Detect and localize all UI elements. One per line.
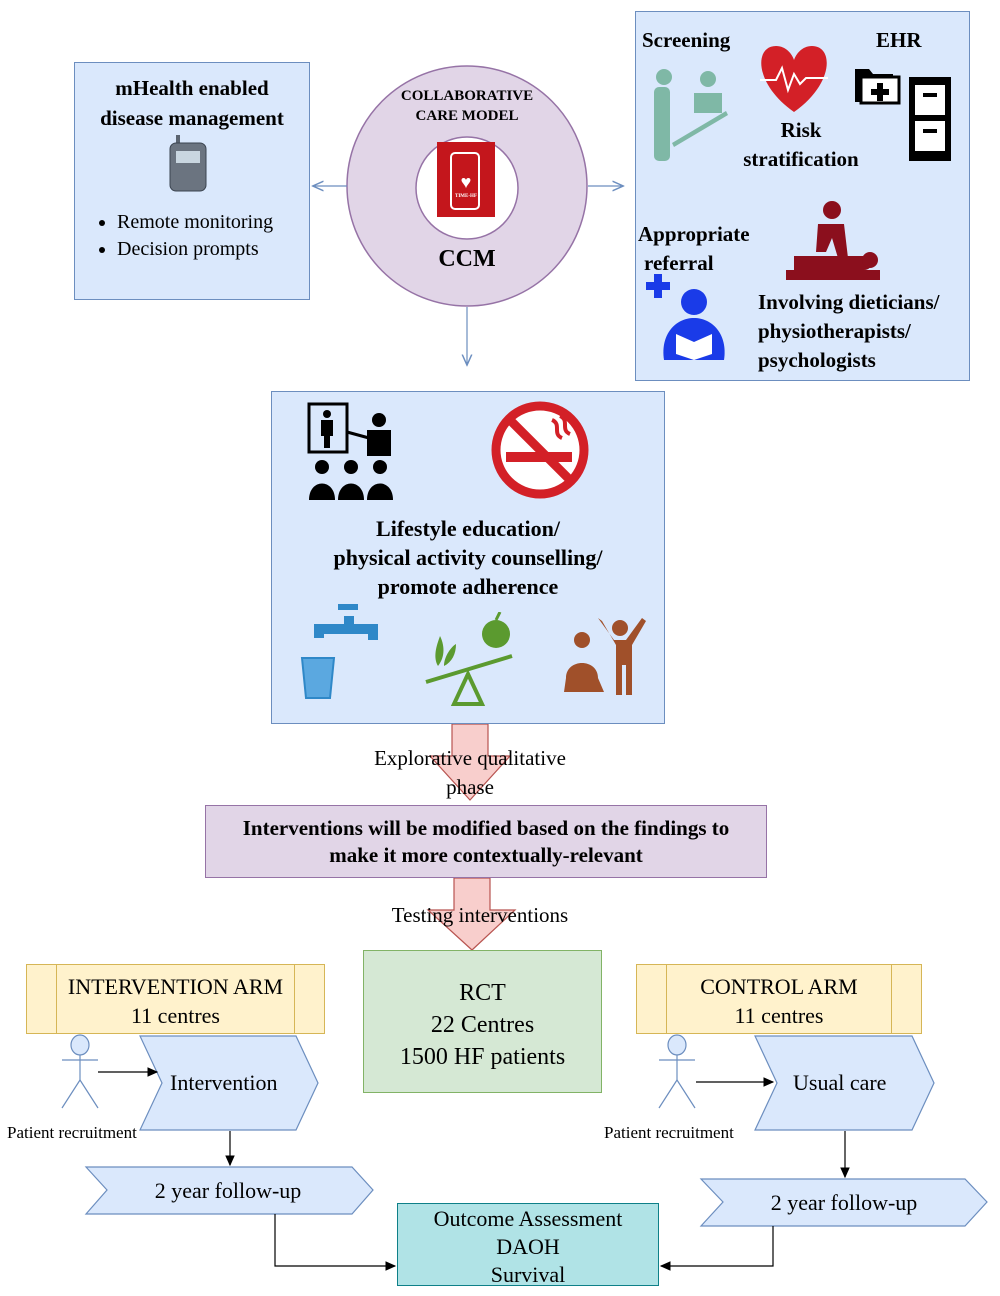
ccm-title-1: COLLABORATIVE xyxy=(400,88,534,104)
modified-line-2: make it more contextually-relevant xyxy=(329,843,643,867)
patient-figure-right xyxy=(658,1034,696,1109)
outcome-survival: Survival xyxy=(490,1262,566,1287)
intervention-label: Intervention xyxy=(170,1070,278,1095)
physiotherapy-icon xyxy=(786,201,880,280)
risk-label-1: Risk xyxy=(780,118,822,142)
heart-rate-icon xyxy=(760,46,828,112)
balanced-diet-icon xyxy=(425,612,513,706)
block-arrow-2 xyxy=(426,877,517,951)
followup-right-label: 2 year follow-up xyxy=(770,1190,918,1215)
modification-box: Interventions will be modified based on … xyxy=(205,805,767,878)
ehr-label: EHR xyxy=(876,28,922,52)
water-tap-icon xyxy=(300,604,378,699)
outcome-title: Outcome Assessment xyxy=(433,1206,623,1231)
screening-icon xyxy=(654,69,728,161)
patient-recruitment-left: Patient recruitment xyxy=(7,1123,137,1142)
usual-care-chevron xyxy=(754,1035,935,1131)
physical-activity-icon xyxy=(564,618,646,695)
ccm-title-2: CARE MODEL xyxy=(415,108,519,124)
rct-title: RCT xyxy=(459,980,506,1006)
referral-label-1: Appropriate xyxy=(638,222,750,246)
intervention-arm-box: INTERVENTION ARM 11 centres xyxy=(26,964,325,1034)
heart-icon: ♥ xyxy=(460,172,472,192)
rct-patients: 1500 HF patients xyxy=(399,1044,566,1070)
intervention-arm-centres: 11 centres xyxy=(131,1003,220,1028)
involving-label-3: psychologists xyxy=(758,348,876,372)
involving-label-1: Involving dieticians/ xyxy=(758,290,940,314)
intervention-chevron xyxy=(139,1035,319,1131)
followup-left-label: 2 year follow-up xyxy=(154,1178,302,1203)
lifestyle-line-3: promote adherence xyxy=(377,574,559,599)
involving-label-2: physiotherapists/ xyxy=(758,319,911,343)
phase-label-1: Explorative qualitative xyxy=(374,746,566,770)
app-logo-text: TIME-HF xyxy=(455,194,477,199)
modified-line-1: Interventions will be modified based on … xyxy=(242,816,730,840)
lifestyle-box: Lifestyle education/ physical activity c… xyxy=(271,391,665,724)
usual-care-label: Usual care xyxy=(793,1070,887,1095)
rct-box: RCT 22 Centres 1500 HF patients xyxy=(363,950,602,1093)
time-hf-app-logo: ♥ TIME-HF xyxy=(437,142,495,217)
rct-centres: 22 Centres xyxy=(430,1012,535,1038)
control-arm-title: CONTROL ARM xyxy=(700,974,858,999)
no-smoking-icon xyxy=(491,401,589,499)
mhealth-box: mHealth enabled disease management Remot… xyxy=(74,62,310,300)
services-box: Screening EHR Risk stratification Approp… xyxy=(635,11,970,381)
outcome-box: Outcome Assessment DAOH Survival xyxy=(397,1203,659,1287)
ehr-records-icon xyxy=(855,69,951,161)
followup-chevron-left xyxy=(84,1166,374,1215)
mhealth-title-2: disease management xyxy=(100,106,284,130)
phase-label-2: phase xyxy=(446,775,494,799)
patient-figure-left xyxy=(61,1034,99,1109)
bullet-decision-prompts: Decision prompts xyxy=(117,236,273,263)
followup-chevron-right xyxy=(699,1178,988,1227)
outcome-daoh: DAOH xyxy=(496,1234,560,1259)
referral-label-2: referral xyxy=(644,251,714,275)
patient-recruitment-right: Patient recruitment xyxy=(604,1123,734,1142)
intervention-arm-title: INTERVENTION ARM xyxy=(67,974,284,999)
screening-label: Screening xyxy=(642,28,731,52)
education-class-icon xyxy=(307,402,393,500)
lifestyle-line-2: physical activity counselling/ xyxy=(333,545,603,570)
control-arm-centres: 11 centres xyxy=(734,1003,824,1028)
doctor-referral-icon xyxy=(646,274,725,360)
lifestyle-line-1: Lifestyle education/ xyxy=(376,516,560,541)
block-arrow-1 xyxy=(428,723,512,801)
control-arm-box: CONTROL ARM 11 centres xyxy=(636,964,922,1034)
risk-label-2: stratification xyxy=(743,147,859,171)
ccm-label: CCM xyxy=(438,246,496,272)
bullet-remote-monitoring: Remote monitoring xyxy=(117,209,273,236)
arrow-followup-outcome-left xyxy=(274,1214,397,1271)
testing-label: Testing interventions xyxy=(391,903,569,927)
mhealth-title-1: mHealth enabled xyxy=(115,76,269,100)
mobile-phone-icon xyxy=(169,135,207,192)
arrow-followup-outcome-right xyxy=(659,1226,774,1271)
